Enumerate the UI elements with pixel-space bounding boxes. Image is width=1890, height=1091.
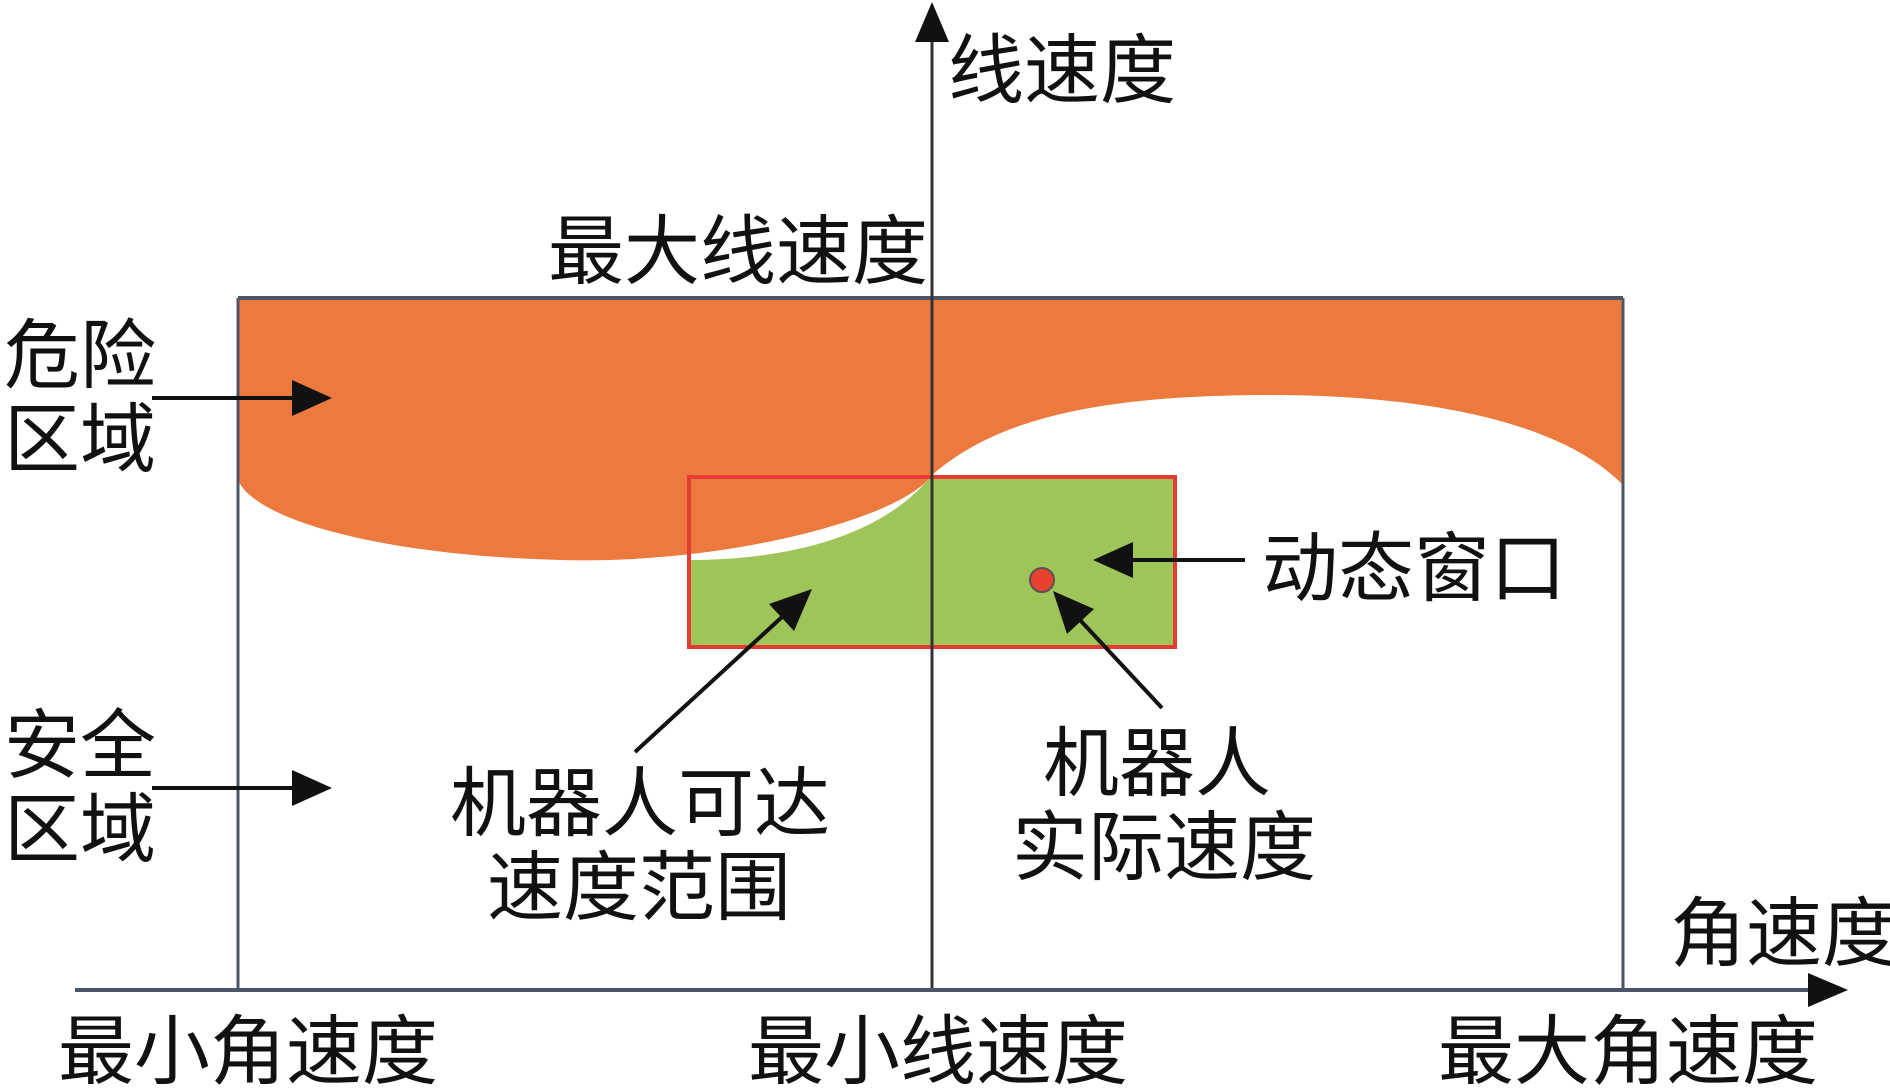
y-axis-label: 线速度: [948, 26, 1176, 115]
safe-zone-pointer: [152, 770, 332, 806]
reachable-range-pointer: [633, 589, 812, 754]
min-angular-speed-label: 最小角速度: [58, 1007, 438, 1091]
dynamic-window-label: 动态窗口: [1262, 524, 1566, 613]
min-linear-speed-label: 最小线速度: [748, 1007, 1128, 1091]
actual-speed-point: [1029, 567, 1055, 593]
max-linear-speed-label: 最大线速度: [548, 207, 928, 296]
y-axis-arrowhead: [915, 2, 949, 42]
dynamic-window-pointer: [1093, 542, 1245, 578]
danger-zone-label-1: 危险: [4, 311, 156, 400]
x-axis-label: 角速度: [1670, 889, 1890, 978]
danger-zone-label-2: 区域: [4, 395, 156, 484]
actual-speed-label-2: 实际速度: [1012, 803, 1316, 892]
actual-speed-label-1: 机器人: [1043, 719, 1271, 808]
safe-zone-label-1: 安全: [4, 701, 156, 790]
actual-speed-pointer: [1053, 591, 1164, 710]
reachable-range-label-2: 速度范围: [487, 843, 791, 932]
safe-zone-label-2: 区域: [4, 785, 156, 874]
max-angular-speed-label: 最大角速度: [1438, 1007, 1818, 1091]
reachable-range-label-1: 机器人可达: [450, 759, 830, 848]
x-axis-arrowhead: [1808, 973, 1848, 1007]
danger-zone-pointer: [152, 380, 332, 416]
